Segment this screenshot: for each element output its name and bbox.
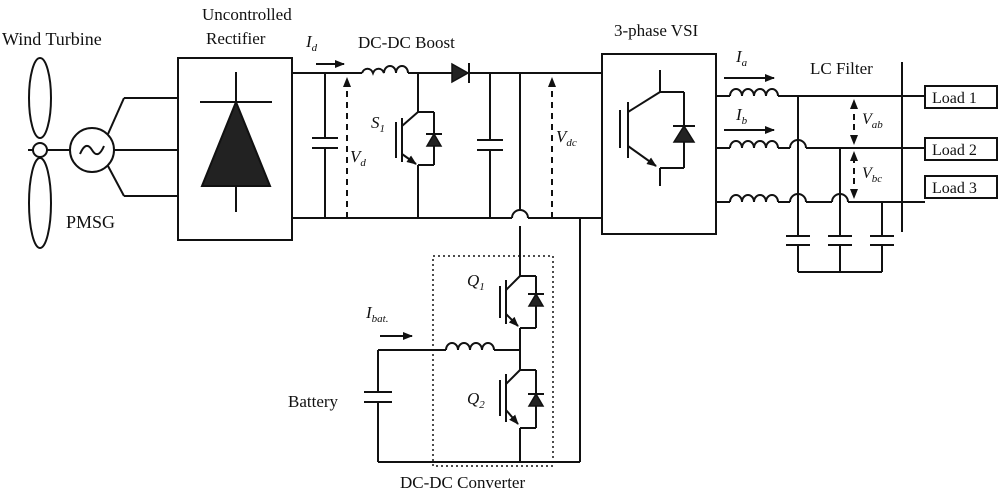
load-3-box: Load 3 — [924, 175, 998, 199]
svg-text:Load 2: Load 2 — [932, 142, 977, 159]
ib-label: Ib — [735, 105, 748, 127]
svg-text:Load 1: Load 1 — [932, 90, 977, 107]
dcdc-boost-label: DC-DC Boost — [358, 33, 455, 52]
wind-turbine-icon — [28, 57, 72, 249]
q2-label: Q2 — [467, 389, 485, 411]
dc-bus-wiring — [292, 65, 602, 462]
q1-label: Q1 — [467, 271, 485, 293]
vbc-label: Vbc — [862, 165, 882, 185]
battery-converter-wiring — [364, 258, 580, 463]
boost-diode-icon — [451, 62, 470, 84]
vab-label: Vab — [862, 111, 883, 131]
wind-turbine-label: Wind Turbine — [2, 29, 102, 49]
load-1-box: Load 1 — [924, 85, 998, 109]
ibat-label: Ibat. — [365, 303, 388, 325]
vdc-label: Vdc — [556, 127, 577, 149]
ia-label: Ia — [735, 47, 748, 69]
s1-label: S1 — [371, 113, 385, 135]
lc-filter-label: LC Filter — [810, 59, 873, 78]
dcdc-converter-label: DC-DC Converter — [400, 473, 525, 492]
vsi-block — [601, 53, 717, 235]
pmsg-label: PMSG — [66, 212, 115, 232]
lc-filter-wiring — [716, 62, 925, 273]
vd-label: Vd — [350, 147, 366, 169]
svg-text:Load 3: Load 3 — [932, 180, 977, 197]
igbt-s1-icon — [395, 111, 443, 166]
igbt-q1-icon — [499, 275, 545, 329]
load-2-box: Load 2 — [924, 137, 998, 161]
battery-label: Battery — [288, 392, 339, 411]
igbt-q2-icon — [499, 369, 545, 429]
rectifier-label-line1: Uncontrolled — [202, 5, 292, 24]
vsi-label: 3-phase VSI — [614, 21, 699, 40]
id-label: Id — [305, 32, 318, 54]
pmsg-icon — [69, 97, 178, 197]
rectifier-label-line2: Rectifier — [206, 29, 266, 48]
dcdc-converter-outline — [432, 255, 554, 467]
rectifier-block — [177, 57, 293, 241]
